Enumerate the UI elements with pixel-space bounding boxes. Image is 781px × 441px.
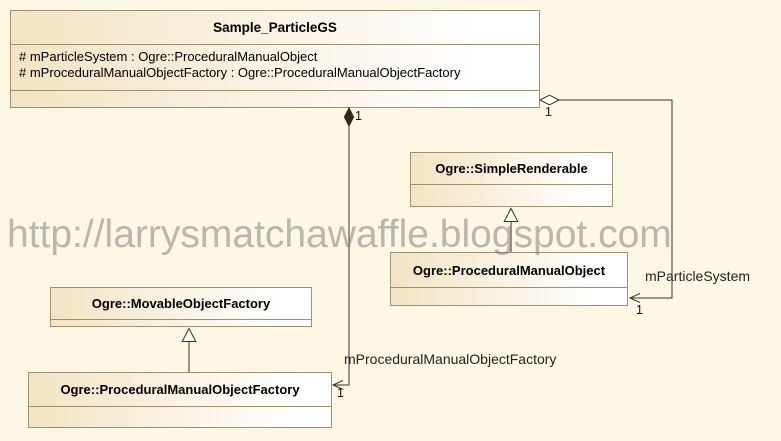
association-name-label: mParticleSystem [645,268,751,284]
attributes-compartment-empty [391,287,627,305]
class-box-procedural-manual-object-factory: Ogre::ProceduralManualObjectFactory [28,372,332,428]
association-name-label: mProceduralManualObjectFactory [344,351,557,367]
composition-edge-line [334,126,350,386]
class-box-sample-particlegs: Sample_ParticleGS # mParticleSystem : Og… [10,10,540,108]
attributes-compartment-empty [29,406,331,427]
multiplicity-label: 1 [636,303,643,317]
attributes-compartment: # mParticleSystem : Ogre::ProceduralManu… [11,44,539,90]
hollow-diamond-icon [538,94,561,106]
operations-compartment-empty [11,90,539,107]
hollow-triangle-icon [181,327,197,342]
open-arrowhead-icon [628,293,641,303]
class-title: Ogre::ProceduralManualObject [412,262,606,278]
hollow-triangle-icon [503,207,519,222]
multiplicity-label: 1 [545,105,552,119]
open-arrowhead-icon [331,380,344,390]
class-box-procedural-manual-object: Ogre::ProceduralManualObject [390,252,628,306]
attributes-compartment-empty [51,319,311,326]
class-title: Sample_ParticleGS [213,20,337,35]
class-title: Ogre::SimpleRenderable [435,161,588,176]
multiplicity-label: 1 [337,386,344,400]
class-title: Ogre::ProceduralManualObjectFactory [60,382,300,397]
class-box-simple-renderable: Ogre::SimpleRenderable [410,152,613,207]
filled-diamond-icon [343,106,355,128]
class-title: Ogre::MovableObjectFactory [91,296,271,311]
multiplicity-label: 1 [355,109,362,123]
attribute-line: # mProceduralManualObjectFactory : Ogre:… [19,65,461,80]
class-box-movable-object-factory: Ogre::MovableObjectFactory [50,287,312,327]
attributes-compartment-empty [411,184,612,206]
attribute-line: # mParticleSystem : Ogre::ProceduralManu… [19,49,318,64]
aggregation-edge-line [559,99,673,299]
